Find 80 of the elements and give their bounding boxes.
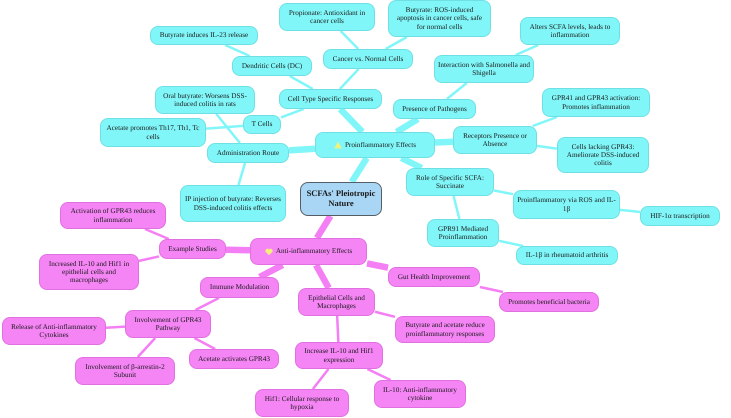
- topic-box: [513, 190, 620, 219]
- connector-line: [288, 146, 316, 154]
- topic-box: [207, 143, 289, 163]
- topic-box: [232, 56, 312, 76]
- topic-box: [155, 86, 255, 114]
- topic-box: [520, 17, 620, 45]
- topic-box: [2, 317, 106, 345]
- connector-line: [536, 144, 558, 150]
- connector-line: [394, 116, 420, 135]
- topic-box: [159, 239, 226, 259]
- topic-box: [189, 349, 279, 369]
- connector-line: [338, 106, 365, 134]
- topic-box: [100, 118, 206, 147]
- connector-line: [138, 255, 160, 262]
- topic-box: [255, 389, 349, 417]
- connector-line: [280, 108, 304, 119]
- connector-line: [366, 368, 392, 382]
- topic-box: [499, 292, 599, 312]
- connector-line: [374, 310, 396, 318]
- connector-line: [215, 113, 241, 144]
- topic-box: [393, 99, 476, 119]
- connector-line: [194, 296, 220, 312]
- topic-box: [453, 126, 537, 154]
- topic-box: [395, 316, 495, 343]
- topic-box: [295, 342, 383, 369]
- connector-line: [226, 246, 250, 254]
- topic-box: [640, 206, 720, 226]
- connector-line: [338, 68, 360, 90]
- connector-line: [136, 337, 156, 358]
- topic-box: [39, 254, 139, 290]
- connector-line: [434, 138, 454, 146]
- topic-box: [298, 288, 375, 316]
- connector-line: [446, 82, 468, 100]
- topic-box: [125, 310, 211, 338]
- connector-line: [532, 116, 558, 128]
- connector-line: [106, 325, 126, 330]
- topic-box: [250, 238, 367, 265]
- connector-line: [314, 214, 334, 240]
- connector-line: [620, 208, 640, 214]
- topic-box: [150, 26, 258, 45]
- topic-box: [315, 132, 435, 158]
- topic-box: [323, 49, 413, 69]
- topic-box: [279, 3, 375, 31]
- connector-line: [206, 124, 244, 130]
- topic-box: [388, 267, 480, 287]
- connector-line: [289, 74, 314, 90]
- topic-box: [60, 202, 166, 229]
- connector-line: [348, 156, 370, 184]
- topic-box: [557, 137, 649, 173]
- topic-box: [516, 246, 618, 265]
- topic-box: [200, 277, 279, 298]
- topic-box: [374, 380, 466, 408]
- connector-line: [194, 336, 216, 350]
- central-topic: [300, 182, 382, 216]
- topic-box: [434, 55, 534, 83]
- connector-line: [313, 263, 332, 290]
- connector-line: [258, 262, 284, 280]
- connector-line: [480, 286, 504, 294]
- topic-box: [75, 357, 175, 385]
- connector-line: [452, 196, 461, 220]
- connector-line: [385, 36, 408, 50]
- connector-line: [366, 260, 389, 271]
- connector-line: [237, 162, 246, 186]
- topic-box: [388, 0, 491, 37]
- connector-line: [340, 30, 360, 50]
- connector-line: [400, 155, 424, 171]
- connector-line: [336, 316, 340, 342]
- connector-line: [515, 44, 539, 56]
- connector-line: [144, 228, 170, 240]
- topic-box: [180, 185, 286, 222]
- connector-line: [498, 240, 524, 248]
- topic-box: [243, 115, 281, 134]
- connector-line: [494, 189, 514, 196]
- topic-box: [406, 168, 494, 196]
- topic-box: [427, 219, 499, 247]
- topic-box: [279, 89, 382, 109]
- connector-line: [312, 368, 330, 390]
- topic-box: [542, 88, 650, 117]
- topic-text: SCFAs' Pleiotropic Nature: [306, 189, 376, 209]
- connector-line: [224, 44, 250, 58]
